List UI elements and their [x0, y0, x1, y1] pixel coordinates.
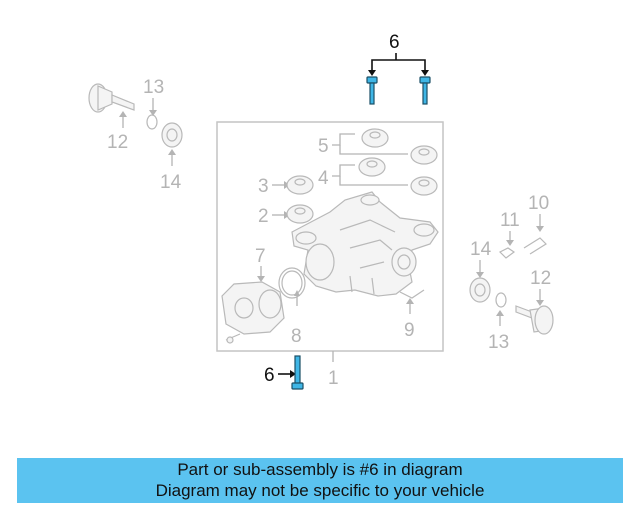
callout-13-left: 13	[143, 77, 164, 116]
mount-2	[286, 204, 314, 224]
gasket-8	[278, 267, 306, 299]
callout-2: 2	[258, 206, 290, 227]
callout-11-label: 11	[500, 210, 520, 231]
callout-5: 5	[318, 133, 408, 157]
bolt-6-bottom[interactable]	[291, 355, 304, 390]
differential-housing	[291, 191, 439, 297]
callout-3-label: 3	[258, 176, 269, 197]
callout-9-label: 9	[404, 320, 415, 341]
bracket-11	[498, 247, 516, 259]
callout-4-label: 4	[318, 168, 329, 189]
callout-14-right-label: 14	[470, 239, 492, 260]
flange-12-right	[515, 305, 554, 335]
snap-ring-13-right	[495, 292, 507, 308]
callout-12-left-label: 12	[107, 132, 128, 153]
seal-14-right	[469, 277, 491, 303]
callout-11: 11	[500, 210, 520, 246]
callout-14-right: 14	[470, 239, 492, 278]
mount-4-bottom	[410, 176, 438, 196]
callout-13-right: 13	[488, 310, 509, 353]
callout-7-label: 7	[255, 246, 266, 267]
callout-9: 9	[404, 298, 415, 341]
callout-3: 3	[258, 176, 290, 197]
callout-7: 7	[255, 246, 266, 282]
callout-1: 1	[328, 351, 339, 389]
assembly-frame	[216, 121, 444, 352]
callout-8: 8	[291, 290, 302, 347]
callout-6-bottom[interactable]: 6	[264, 365, 296, 386]
caption-line-2: Diagram may not be specific to your vehi…	[155, 481, 485, 500]
callout-13-right-label: 13	[488, 332, 509, 353]
callout-14-left: 14	[160, 149, 182, 193]
seal-14-left	[161, 122, 183, 148]
mount-3	[286, 175, 314, 195]
clip-10	[523, 237, 547, 255]
caption-line-1: Part or sub-assembly is #6 in diagram	[177, 460, 463, 479]
mount-5-bottom	[410, 145, 438, 165]
parts-diagram: 1 6 6 5 4	[88, 32, 554, 390]
callout-12-right-label: 12	[530, 268, 551, 289]
callout-5-label: 5	[318, 136, 329, 157]
callout-12-left: 12	[107, 111, 128, 153]
clip-9	[399, 289, 425, 299]
callout-1-label: 1	[328, 368, 339, 389]
mount-5-top	[361, 128, 389, 148]
callout-4: 4	[318, 164, 408, 189]
callout-12-right: 12	[530, 268, 551, 306]
callout-14-left-label: 14	[160, 172, 182, 193]
callout-13-left-label: 13	[143, 77, 164, 98]
callout-6-top[interactable]: 6	[368, 32, 429, 76]
flange-12-left	[88, 83, 135, 113]
rear-cover-7	[221, 281, 285, 344]
mount-4-top	[358, 157, 386, 177]
callout-10-label: 10	[528, 193, 549, 214]
bolt-6-top-left[interactable]	[366, 76, 378, 105]
callout-2-label: 2	[258, 206, 269, 227]
callout-6-top-label: 6	[389, 32, 400, 53]
callout-10: 10	[528, 193, 549, 232]
callout-6-bottom-label: 6	[264, 365, 275, 386]
snap-ring-13-left	[146, 114, 158, 130]
callout-8-label: 8	[291, 326, 302, 347]
bolt-6-top-right[interactable]	[419, 76, 431, 105]
caption-banner: Part or sub-assembly is #6 in diagram Di…	[17, 458, 623, 503]
